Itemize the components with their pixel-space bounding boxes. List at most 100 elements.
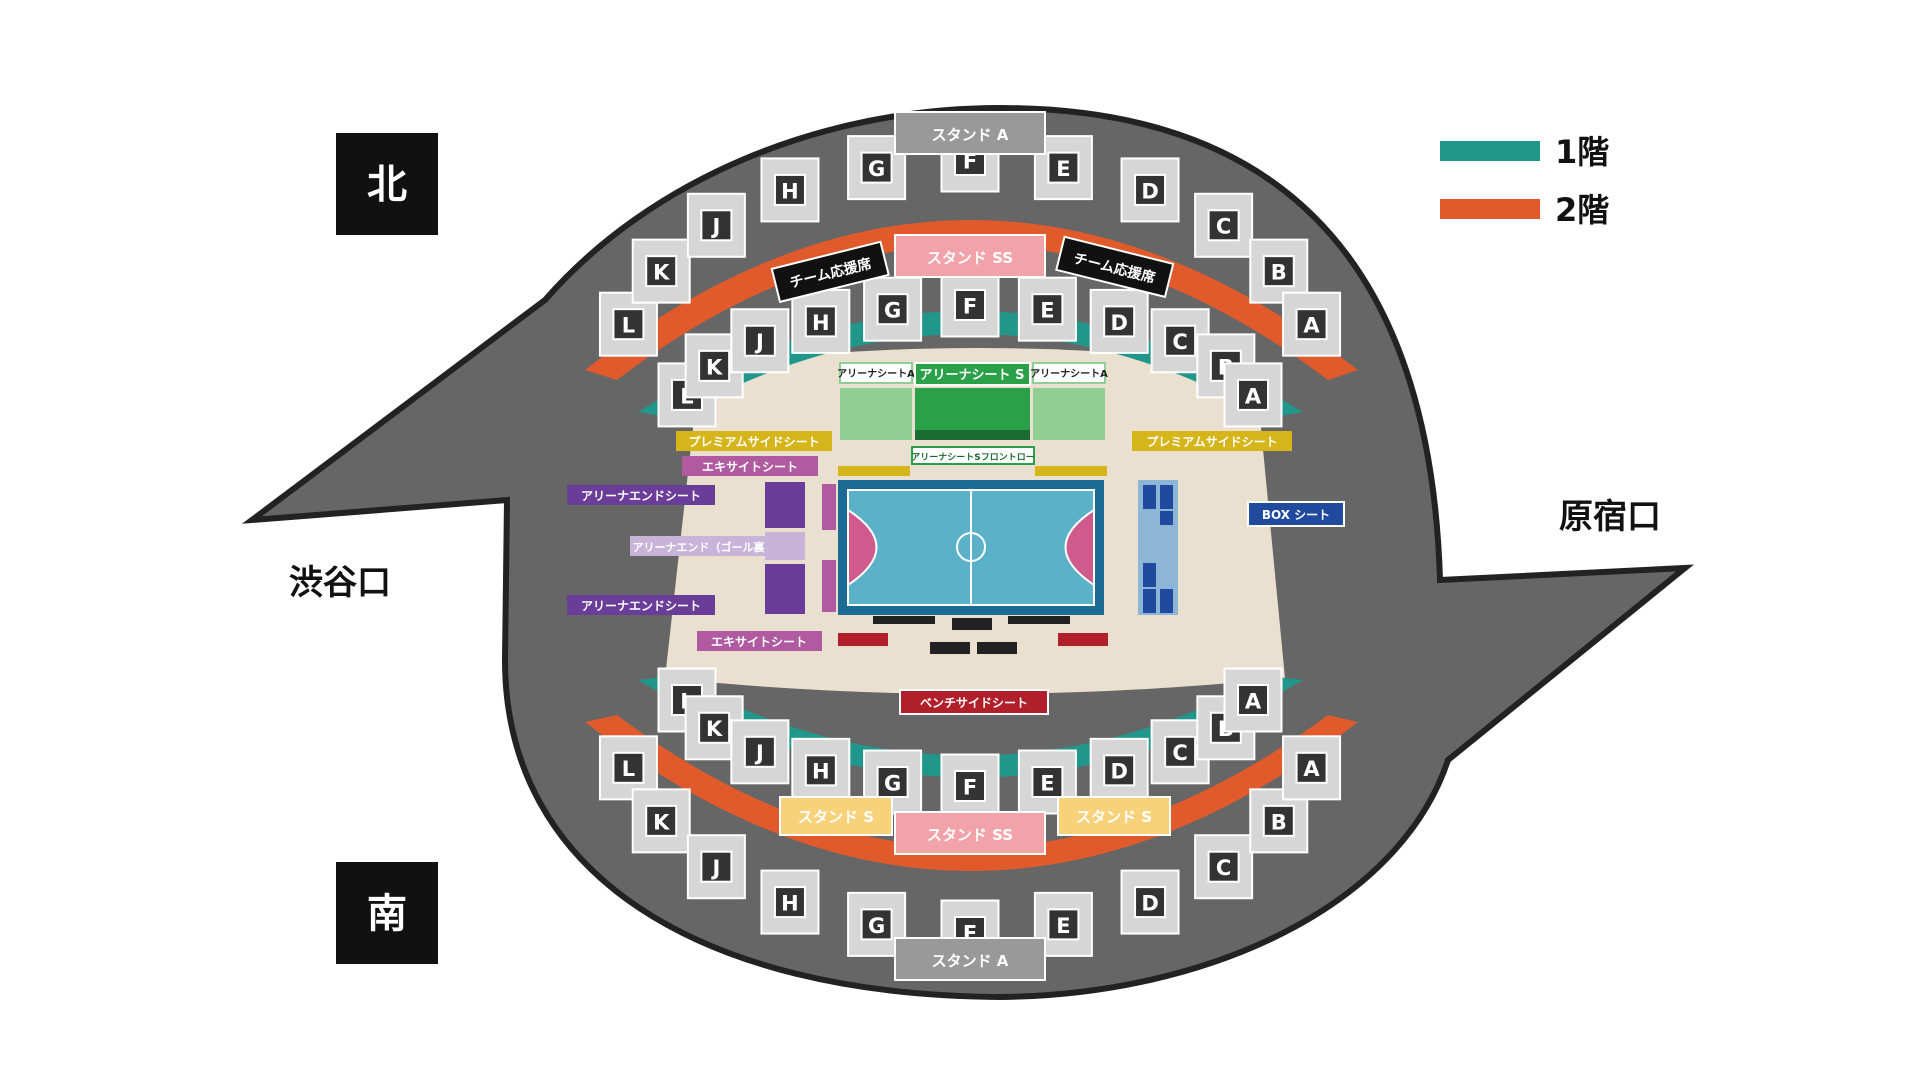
south-lower-block-label: H: [812, 760, 830, 784]
south-upper-block-marker: [1134, 886, 1167, 919]
north-lower-block-label: F: [963, 294, 977, 318]
south-upper-block-a[interactable]: A: [1282, 735, 1342, 801]
south-lower-block-label: F: [963, 775, 977, 799]
north-upper-block-label: F: [963, 149, 977, 173]
north-lower-block-j[interactable]: J: [730, 308, 790, 374]
north-stand-ss-box[interactable]: スタンド SS: [894, 234, 1046, 278]
south-lower-block-label: J: [754, 741, 764, 765]
south-stand-s-right[interactable]: スタンド S: [1057, 796, 1171, 836]
north-stand-a-label: スタンド A: [932, 126, 1009, 144]
north-upper-block-marker: [645, 255, 678, 288]
north-upper-block-marker: [860, 151, 893, 184]
north-upper-block-l[interactable]: L: [598, 291, 658, 357]
north-stand-ss-label: スタンド SS: [927, 249, 1013, 267]
north-upper-block-j[interactable]: J: [686, 192, 746, 258]
south-stand-s-left[interactable]: スタンド S: [779, 796, 893, 836]
premium-side-left-label: プレミアムサイドシート: [688, 434, 819, 449]
south-upper-block-d[interactable]: D: [1120, 869, 1180, 935]
south-lower-block-a[interactable]: A: [1223, 667, 1283, 733]
north-upper-block-label: D: [1141, 179, 1158, 203]
excite-seat-bottom[interactable]: エキサイトシート: [697, 560, 836, 651]
south-lower-block-marker: [743, 735, 776, 768]
premium-side-left[interactable]: プレミアムサイドシート: [676, 431, 910, 476]
north-upper-block-label: L: [622, 314, 635, 338]
north-upper-block-h[interactable]: H: [760, 157, 820, 223]
north-upper-block-label: C: [1216, 215, 1231, 239]
north-team-support-left[interactable]: チーム応援席: [770, 240, 890, 304]
north-upper-block-marker: [1295, 308, 1328, 341]
north-upper-block-marker: [612, 308, 645, 341]
south-lower-block-marker: [1237, 684, 1270, 717]
south-upper-block-marker: [860, 908, 893, 941]
arena-end-top[interactable]: アリーナエンドシート: [567, 482, 805, 528]
arena-seat-a-left-label: アリーナシートA: [837, 368, 915, 380]
south-upper-block-j[interactable]: J: [686, 834, 746, 900]
south-upper-block-label: D: [1141, 891, 1158, 915]
legend-floor2-label: 2階: [1555, 191, 1609, 229]
north-lower-block-marker: [1031, 293, 1064, 326]
arena-seat-a-right[interactable]: アリーナシートA: [1030, 362, 1108, 440]
north-label: 北: [367, 162, 407, 208]
north-lower-block-label: G: [884, 299, 901, 323]
south-stand-a-label: スタンド A: [932, 952, 1009, 970]
north-upper-block-marker: [1262, 255, 1295, 288]
north-team-support-right[interactable]: チーム応援席: [1055, 235, 1175, 299]
north-lower-block-g[interactable]: G: [863, 276, 923, 342]
south-upper-block-l[interactable]: L: [598, 735, 658, 801]
arena-end-goal-label: アリーナエンド（ゴール裏）: [633, 540, 776, 554]
south-stand-ss-box[interactable]: スタンド SS: [894, 811, 1046, 855]
legend-swatch-floor2: [1440, 199, 1540, 219]
futsal-court: [838, 480, 1104, 615]
arena-end-bottom[interactable]: アリーナエンドシート: [567, 564, 805, 615]
north-upper-block-e[interactable]: E: [1033, 135, 1093, 201]
north-upper-block-marker: [1047, 151, 1080, 184]
arena-end-top-label: アリーナエンドシート: [581, 489, 701, 503]
excite-seat-bottom-label: エキサイトシート: [711, 635, 807, 649]
arena-end-goal[interactable]: アリーナエンド（ゴール裏）: [630, 532, 805, 560]
south-lower-block-marker: [1164, 735, 1197, 768]
north-upper-block-c[interactable]: C: [1194, 192, 1254, 258]
north-lower-block-h[interactable]: H: [791, 288, 851, 354]
south-lower-block-j[interactable]: J: [730, 719, 790, 785]
arena-seat-s-front[interactable]: アリーナシートSフロントロー: [911, 446, 1035, 465]
south-upper-block-label: J: [710, 856, 720, 880]
south-upper-block-c[interactable]: C: [1194, 834, 1254, 900]
box-seat[interactable]: BOX シート: [1138, 480, 1345, 615]
south-lower-block-d[interactable]: D: [1089, 737, 1149, 803]
north-upper-block-a[interactable]: A: [1282, 291, 1342, 357]
north-lower-block-marker: [876, 293, 909, 326]
south-upper-block-marker: [773, 886, 806, 919]
north-lower-block-e[interactable]: E: [1017, 276, 1077, 342]
seat-blocks: LKJHGFEDCBALKJHGFEDCBALKJHGFEDCBALKJHGFE…: [598, 127, 1342, 965]
south-lower-block-label: E: [1040, 771, 1054, 795]
south-upper-block-h[interactable]: H: [760, 869, 820, 935]
south-upper-block-marker: [612, 751, 645, 784]
arena-seat-a-left[interactable]: アリーナシートA: [837, 362, 915, 440]
north-upper-block-label: H: [781, 179, 799, 203]
south-lower-block-h[interactable]: H: [791, 737, 851, 803]
south-lower-block-label: D: [1110, 760, 1127, 784]
premium-side-right[interactable]: プレミアムサイドシート: [1035, 431, 1292, 476]
north-upper-block-d[interactable]: D: [1120, 157, 1180, 223]
north-lower-block-d[interactable]: D: [1089, 288, 1149, 354]
south-lower-block-f[interactable]: F: [940, 753, 1000, 819]
north-lower-block-marker: [1164, 324, 1197, 357]
south-lower-block-e[interactable]: E: [1017, 749, 1077, 815]
excite-seat-top[interactable]: エキサイトシート: [682, 456, 836, 530]
north-upper-block-label: K: [653, 261, 670, 285]
south-stand-a-box[interactable]: スタンド A: [894, 937, 1046, 981]
south-upper-block-e[interactable]: E: [1033, 891, 1093, 957]
south-upper-block-marker: [1047, 908, 1080, 941]
north-stand-a-box[interactable]: スタンド A: [894, 111, 1046, 155]
arena-seat-s[interactable]: アリーナシート S: [914, 362, 1031, 440]
south-label: 南: [367, 891, 407, 937]
north-lower-block-f[interactable]: F: [940, 272, 1000, 338]
north-upper-block-k[interactable]: K: [631, 238, 691, 304]
south-upper-block-b[interactable]: B: [1249, 788, 1309, 854]
north-lower-block-a[interactable]: A: [1223, 362, 1283, 428]
south-upper-block-k[interactable]: K: [631, 788, 691, 854]
north-upper-block-label: G: [868, 157, 885, 181]
bench-side[interactable]: ベンチサイドシート: [838, 633, 1108, 715]
shibuya-entrance: 渋谷口: [289, 563, 391, 603]
arena-seat-s-label: アリーナシート S: [920, 368, 1025, 383]
